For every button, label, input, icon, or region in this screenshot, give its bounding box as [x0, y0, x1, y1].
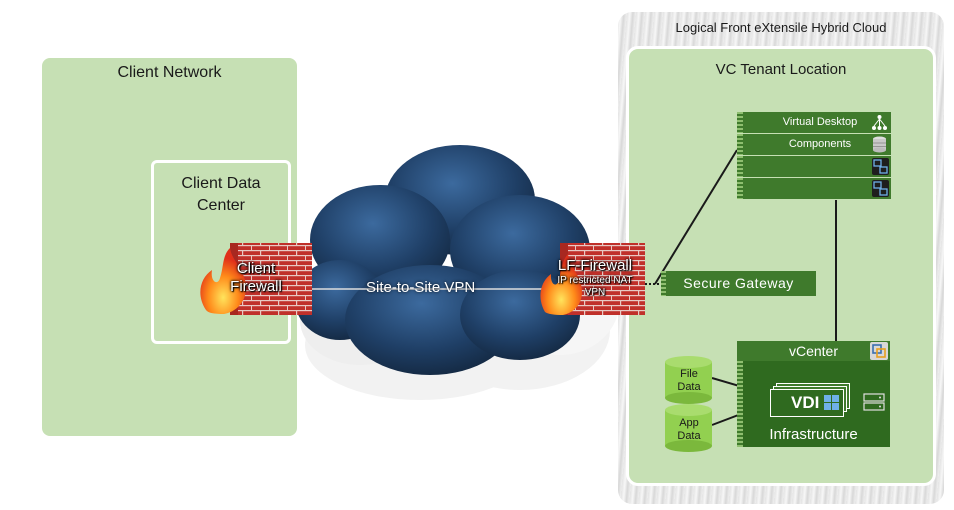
vdi-card: VDI	[770, 389, 844, 417]
lf-firewall-label: LF-Firewall IP restricted NAT VPN	[545, 257, 645, 299]
infrastructure-label: Infrastructure	[769, 426, 858, 443]
client-datacenter-title: Client Data Center	[154, 173, 288, 217]
hybrid-cloud-title: Logical Front eXtensile Hybrid Cloud	[675, 20, 887, 35]
client-firewall-flame-icon	[200, 248, 246, 314]
virtual-desktop-row-3	[737, 156, 891, 177]
vcenter-header: vCenter	[737, 341, 890, 361]
vcenter-logo-icon	[870, 342, 888, 360]
file-data-cylinder	[665, 356, 712, 404]
windows-logo-icon	[824, 395, 839, 410]
app-data-line2: Data	[677, 430, 701, 442]
virtual-desktop-row-1: Virtual Desktop	[737, 112, 891, 133]
lf-firewall-sub2: VPN	[584, 287, 606, 298]
database-icon	[873, 136, 886, 153]
file-data-label: File Data	[664, 368, 714, 394]
virtual-desktop-row-2: Components	[737, 134, 891, 155]
vcenter-box: vCenter VDI Infrastructure	[737, 341, 890, 447]
server-icon	[863, 393, 885, 411]
gateway-to-desktop-line	[654, 149, 738, 285]
app-data-label: App Data	[664, 417, 714, 443]
vpn-label: Site-to-Site VPN	[366, 279, 476, 296]
vdi-label: VDI	[791, 393, 820, 412]
file-data-line1: File	[680, 368, 698, 380]
virtual-desktop-line2: Components	[788, 138, 852, 150]
virtual-desktop-row-4	[737, 178, 891, 199]
lf-firewall-flame-icon	[540, 254, 582, 315]
client-network-title: Client Network	[117, 64, 222, 81]
client-firewall-line1: Client	[236, 260, 276, 277]
vcenter-title: vCenter	[788, 343, 839, 359]
client-datacenter-title-line2: Center	[196, 197, 246, 214]
tenant-location-title: VC Tenant Location	[715, 61, 847, 78]
vm-network-icon	[872, 158, 889, 175]
app-data-line1: App	[679, 417, 699, 429]
network-tree-icon	[872, 115, 887, 130]
client-datacenter-title-line1: Client Data	[181, 175, 261, 192]
client-firewall-label: Client Firewall	[218, 260, 294, 296]
virtual-desktop-line1: Virtual Desktop	[782, 116, 858, 128]
lf-firewall-title: LF-Firewall	[557, 257, 633, 274]
secure-gateway-label: Secure Gateway	[683, 275, 794, 291]
secure-gateway-box: Secure Gateway	[661, 271, 816, 296]
vm-network-icon	[872, 180, 889, 197]
file-data-line2: Data	[677, 381, 701, 393]
lf-firewall-sub1: IP restricted NAT	[557, 275, 633, 286]
app-data-cylinder	[665, 404, 712, 452]
client-firewall-line2: Firewall	[230, 278, 282, 295]
